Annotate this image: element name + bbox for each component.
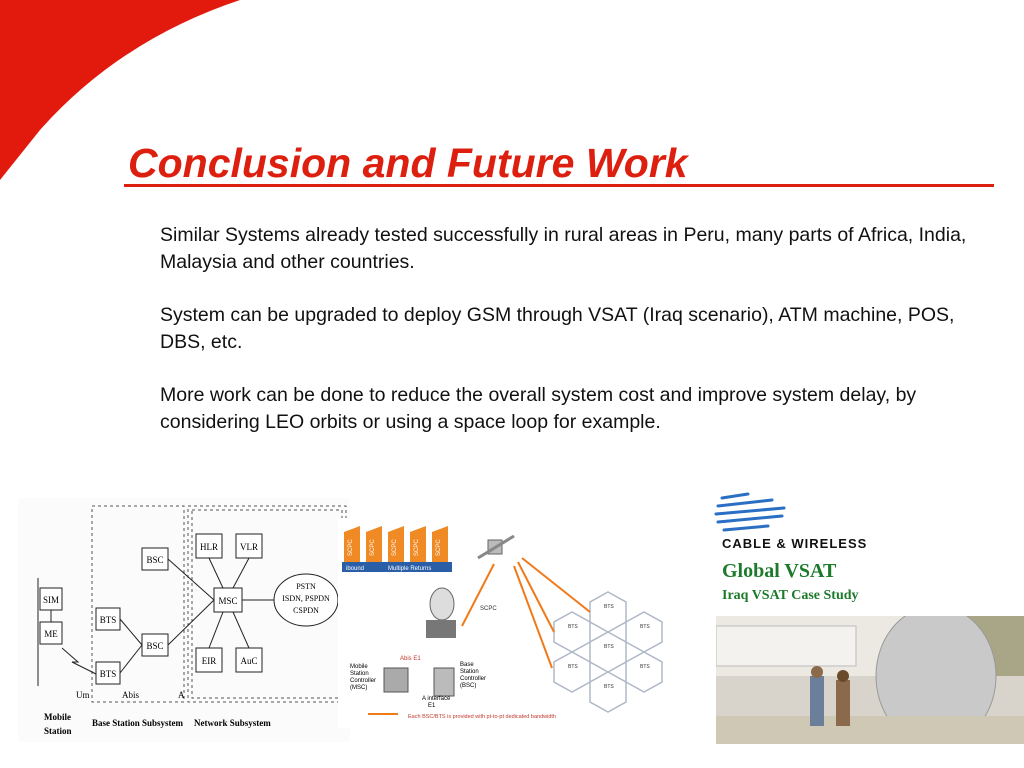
scpc-tag: SCPC xyxy=(414,539,420,556)
mobile-station-label: Station xyxy=(44,726,72,736)
bts-tag: BTS xyxy=(604,604,614,610)
abis-label: Abis xyxy=(122,690,140,700)
network-label: PSTN xyxy=(296,582,316,591)
bts-label: BTS xyxy=(100,615,117,625)
scpc-tag: SCPC xyxy=(436,539,442,556)
network-label: CSPDN xyxy=(293,606,319,615)
msc-caption: (MSC) xyxy=(350,685,367,691)
bts-tag: BTS xyxy=(568,664,578,670)
bsc-icon xyxy=(433,667,455,697)
auc-label: AuC xyxy=(240,656,257,666)
vlr-label: VLR xyxy=(240,542,258,552)
a-interface-caption: E1 xyxy=(428,703,436,709)
me-label: ME xyxy=(44,629,58,639)
hlr-label: HLR xyxy=(200,542,218,552)
uplink-arrow xyxy=(461,563,495,627)
abis-caption: Abis E1 xyxy=(400,656,421,662)
cw-subtitle: Iraq VSAT Case Study xyxy=(722,588,859,603)
downlink-arrows xyxy=(513,557,591,669)
msc-caption: Mobile xyxy=(350,664,368,670)
msc-icon xyxy=(383,667,409,693)
gsm-architecture-diagram: SIM ME BTS BTS BSC BSC MSC HLR VLR EIR A… xyxy=(18,498,350,742)
bss-label: Base Station Subsystem xyxy=(92,718,184,728)
bullet-item: Similar Systems already tested successfu… xyxy=(160,224,967,273)
bsc-caption: Base xyxy=(460,662,474,668)
title-underline xyxy=(124,184,994,187)
msc-label: MSC xyxy=(218,596,237,606)
bsc-caption: (BSC) xyxy=(460,683,476,689)
bsc-caption: Station xyxy=(460,669,479,675)
dish-icon xyxy=(426,587,456,638)
bullet-item: More work can be done to reduce the over… xyxy=(160,384,917,433)
vsat-network-diagram: SCPC SCPC SCPC SCPC SCPC ibound Multiple… xyxy=(338,518,698,728)
bts-tag: BTS xyxy=(604,644,614,650)
slide-title: Conclusion and Future Work xyxy=(128,140,688,186)
um-label: Um xyxy=(76,690,90,700)
mobile-station-label: Mobile xyxy=(44,712,71,722)
scpc-tag-row: SCPC SCPC SCPC SCPC SCPC ibound Multiple… xyxy=(342,526,452,572)
cw-logo-text: CABLE & WIRELESS xyxy=(722,536,868,551)
msc-caption: Controller xyxy=(350,678,376,684)
bts-tag: BTS xyxy=(640,664,650,670)
scpc-tag: SCPC xyxy=(392,539,398,556)
sim-label: SIM xyxy=(43,595,59,605)
cw-title: Global VSAT xyxy=(722,560,837,582)
bts-tag: BTS xyxy=(640,624,650,630)
eir-label: EIR xyxy=(202,656,217,666)
bsc-label: BSC xyxy=(146,555,163,565)
bsc-caption: Controller xyxy=(460,676,486,682)
bts-tag: BTS xyxy=(568,624,578,630)
network-label: ISDN, PSPDN xyxy=(282,594,330,603)
note-text: Each BSC/BTS is provided with pt-to-pt d… xyxy=(408,714,556,720)
bullet-item: System can be upgraded to deploy GSM thr… xyxy=(160,304,955,353)
scpc-label: SCPC xyxy=(480,606,497,612)
bts-label: BTS xyxy=(100,669,117,679)
bar-label: ibound xyxy=(346,566,364,572)
a-interface-label: A xyxy=(178,690,185,700)
bts-tag: BTS xyxy=(604,684,614,690)
scpc-tag: SCPC xyxy=(370,539,376,556)
bsc-label: BSC xyxy=(146,641,163,651)
vsat-site-photo xyxy=(716,616,1024,744)
msc-caption: Station xyxy=(350,671,369,677)
cable-wireless-case-study-image: CABLE & WIRELESS Global VSAT Iraq VSAT C… xyxy=(712,486,1024,744)
scpc-tag: SCPC xyxy=(348,539,354,556)
bar-label: Multiple Returns xyxy=(388,566,431,572)
a-interface-caption: A interface xyxy=(422,696,451,702)
cable-wireless-globe-icon xyxy=(714,492,786,532)
bullet-list: Similar Systems already tested successfu… xyxy=(160,222,990,462)
nss-label: Network Subsystem xyxy=(194,718,271,728)
satellite-icon xyxy=(477,534,515,560)
decorative-swoosh xyxy=(0,0,240,180)
bts-cluster xyxy=(553,591,663,713)
